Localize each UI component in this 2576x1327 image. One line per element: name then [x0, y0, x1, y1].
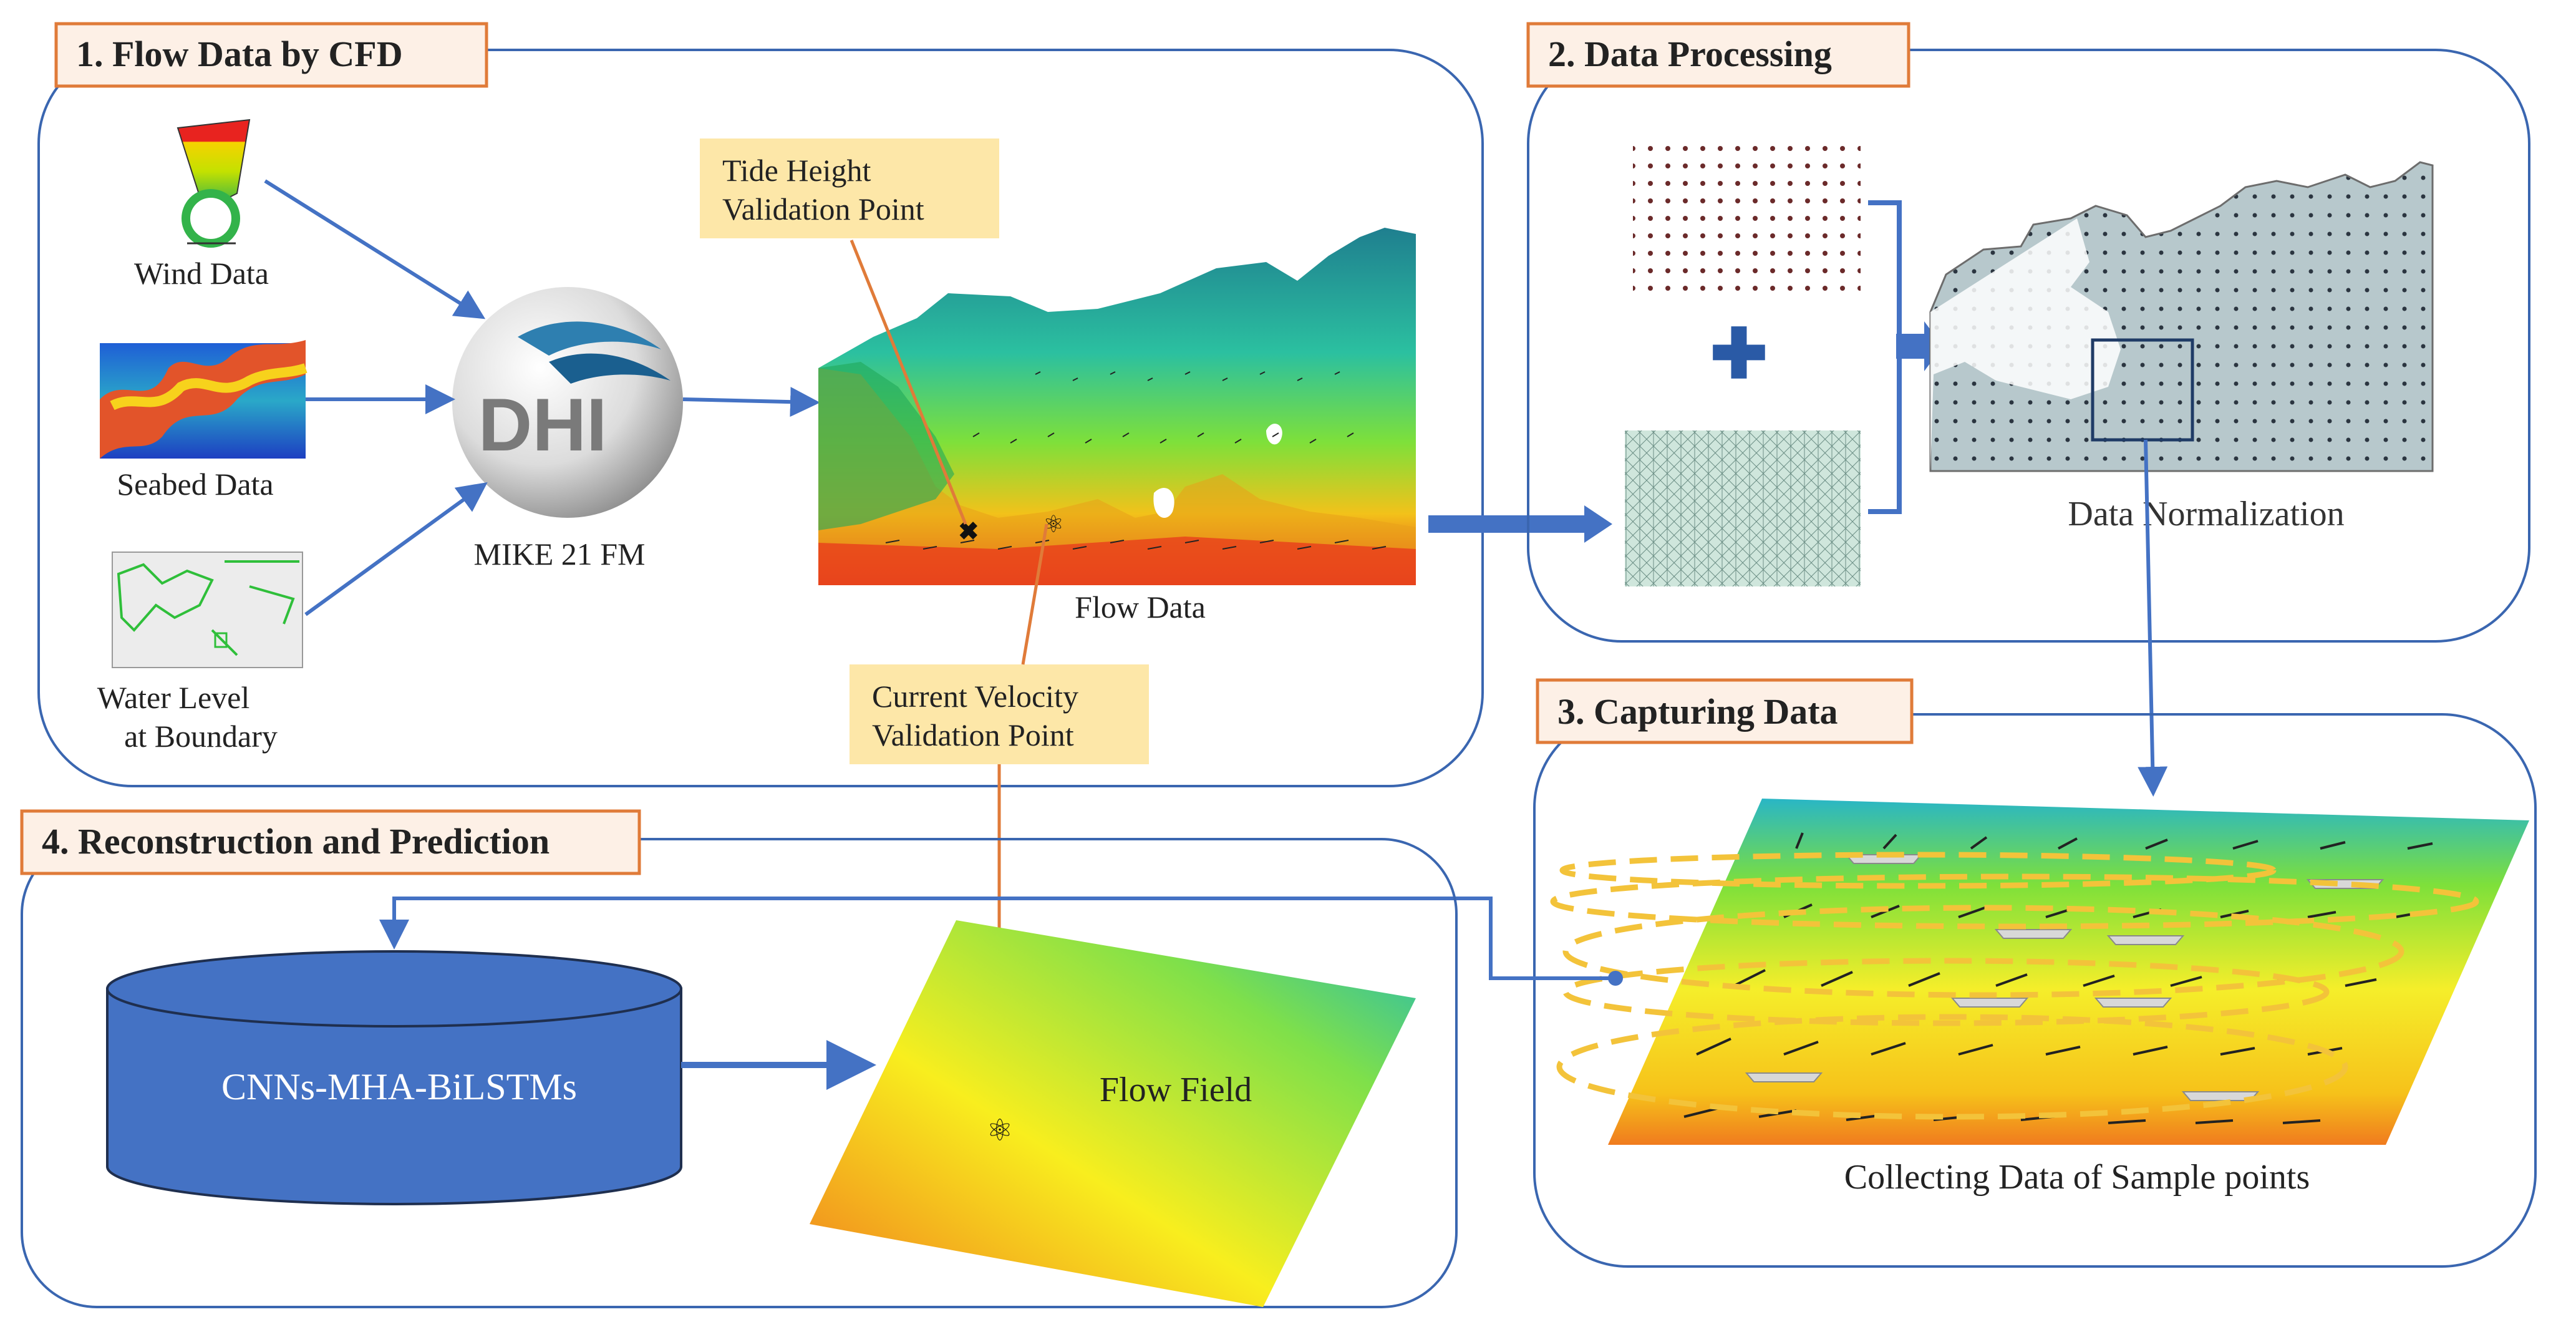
arrow-model-to-flow	[682, 387, 820, 417]
arrow-normalized-to-capture	[2138, 439, 2168, 797]
selection-box	[2091, 338, 2194, 442]
normalization-caption: Data Normalization	[2068, 495, 2344, 533]
dhi-logo-text: DHI	[478, 383, 608, 467]
model-name-label: MIKE 21 FM	[473, 537, 645, 571]
seabed-data-label: Seabed Data	[117, 467, 273, 502]
seabed-data-icon	[100, 340, 307, 459]
dhi-logo-sphere: DHI	[452, 287, 683, 518]
plus-icon: ✚	[1710, 316, 1768, 392]
tide-callout-leader	[850, 240, 967, 525]
panel-1-title: 1. Flow Data by CFD	[76, 34, 403, 74]
panel-2-title-box	[1526, 22, 1910, 88]
tide-callout-box	[700, 139, 999, 238]
current-callout-box	[850, 664, 1149, 764]
wind-data-label: Wind Data	[134, 256, 269, 291]
tide-callout-line2: Validation Point	[722, 192, 924, 226]
current-callout-leader-top	[1021, 523, 1048, 665]
arrow-water-to-model	[304, 482, 488, 616]
atom-marker-icon: ⚛	[986, 1114, 1013, 1147]
panel-4-title: 4. Reconstruction and Prediction	[42, 821, 550, 862]
network-cylinder	[106, 950, 682, 1205]
panel-1-title-box	[54, 22, 488, 88]
panel-reconstruction-prediction: 4. Reconstruction and Prediction	[20, 809, 1458, 1308]
flow-data-map: ✖ ⚛	[818, 228, 1416, 585]
unstructured-mesh	[1625, 430, 1861, 586]
water-level-label-line1: Water Level	[97, 680, 249, 715]
panel-data-processing: 2. Data Processing	[1526, 22, 2530, 643]
tide-callout-line1: Tide Height	[722, 153, 871, 188]
current-callout-line1: Current Velocity	[872, 679, 1078, 714]
current-callout-line2: Validation Point	[872, 717, 1074, 752]
flow-data-caption: Flow Data	[1075, 590, 1206, 625]
capturing-caption: Collecting Data of Sample points	[1844, 1158, 2310, 1197]
panel-3-title-box	[1536, 678, 1914, 744]
regular-grid-points	[1633, 142, 1861, 292]
tide-point-marker-icon: ✖	[958, 517, 979, 545]
bracket	[1868, 200, 1902, 514]
flow-field-plane	[810, 920, 1416, 1307]
panel-flow-data-cfd: 1. Flow Data by CFD	[37, 22, 1484, 787]
panel-4-title-box	[20, 809, 641, 875]
arrow-capture-to-network	[379, 897, 1615, 980]
panel-3-title: 3. Capturing Data	[1557, 691, 1838, 732]
arrow-wind-to-model	[264, 179, 486, 319]
water-level-icon	[112, 552, 303, 668]
capture-flow-surface	[1550, 799, 2529, 1145]
panel-2-title: 2. Data Processing	[1548, 34, 1832, 74]
wind-data-icon	[177, 119, 251, 248]
flow-field-label: Flow Field	[1100, 1071, 1252, 1109]
normalized-grid-map	[1929, 161, 2434, 472]
panel-capturing-data: 3. Capturing Data	[1533, 678, 2537, 1268]
water-level-label-line2: at Boundary	[124, 719, 278, 754]
network-label: CNNs-MHA-BiLSTMs	[221, 1066, 577, 1107]
